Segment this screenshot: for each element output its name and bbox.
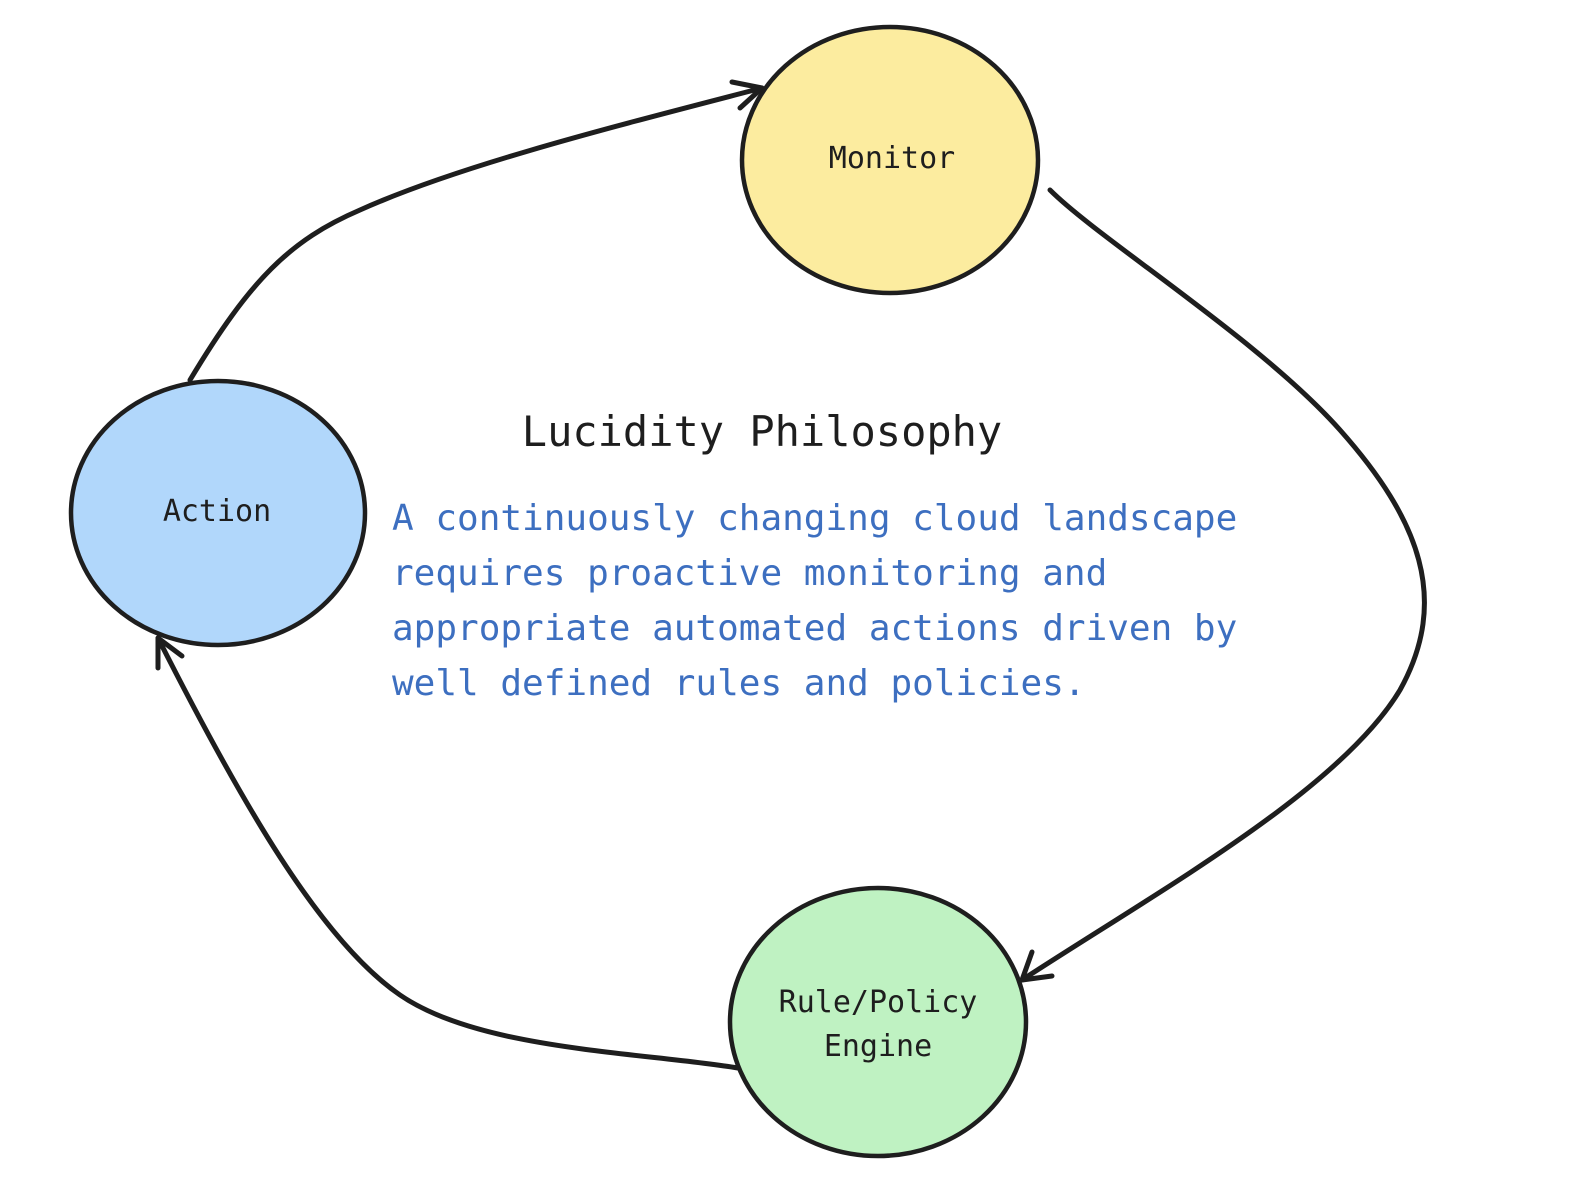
node-monitor: Monitor bbox=[739, 24, 1041, 296]
action-label: Action bbox=[163, 494, 271, 529]
description-line-1: A continuously changing cloud landscape bbox=[392, 498, 1237, 539]
diagram-title: Lucidity Philosophy bbox=[522, 407, 1002, 456]
action-circle bbox=[68, 378, 368, 648]
arrowhead-monitor bbox=[729, 79, 765, 111]
node-action: Action bbox=[68, 378, 368, 648]
edge-action-to-monitor bbox=[187, 85, 765, 383]
description: A continuously changing cloud landscape … bbox=[392, 498, 1237, 704]
edges bbox=[155, 79, 1427, 1071]
description-line-4: well defined rules and policies. bbox=[392, 663, 1086, 704]
engine-label-line-2: Engine bbox=[824, 1029, 932, 1064]
arrowhead-action bbox=[155, 635, 185, 671]
description-line-2: requires proactive monitoring and bbox=[392, 553, 1107, 594]
description-line-3: appropriate automated actions driven by bbox=[392, 608, 1237, 649]
engine-label-line-1-text: Rule/Policy bbox=[779, 985, 978, 1020]
monitor-circle bbox=[739, 24, 1041, 296]
engine-circle bbox=[727, 885, 1029, 1159]
edge-monitor-to-engine bbox=[1019, 187, 1427, 983]
arrowhead-engine bbox=[1019, 949, 1055, 983]
node-engine: Rule/Policy Engine bbox=[727, 885, 1029, 1159]
edge-engine-to-action bbox=[155, 635, 741, 1071]
monitor-label: Monitor bbox=[829, 141, 955, 176]
